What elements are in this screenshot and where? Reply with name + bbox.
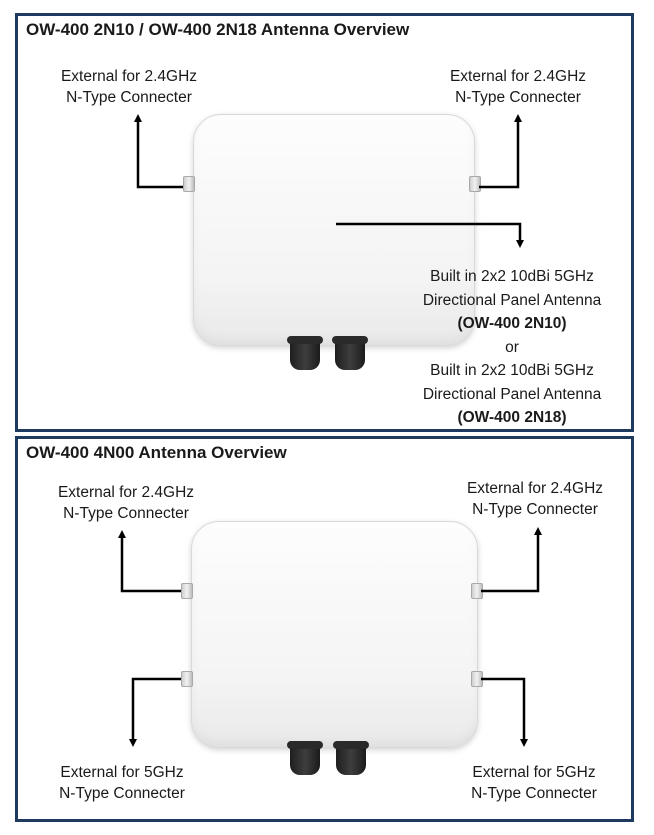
cable-gland-left xyxy=(287,741,323,775)
label-right-connector: External for 2.4GHz N-Type Connecter xyxy=(449,68,587,106)
access-point-device xyxy=(191,521,478,748)
arrow-top-left-connector xyxy=(118,530,181,593)
right-n-type-port xyxy=(469,176,481,192)
label-top-right-connector: External for 2.4GHz N-Type Connecter xyxy=(466,480,604,518)
arrow-internal-antenna xyxy=(336,222,524,248)
label-internal-antenna: Built in 2x2 10dBi 5GHz Directional Pane… xyxy=(422,268,602,426)
arrows-layer xyxy=(134,114,524,248)
label-left-connector: External for 2.4GHz N-Type Connecter xyxy=(60,68,198,106)
panel-title: OW-400 4N00 Antenna Overview xyxy=(26,443,287,462)
arrow-left-connector xyxy=(134,114,183,189)
label-bottom-right-connector: External for 5GHz N-Type Connecter xyxy=(471,764,597,802)
label-bottom-left-connector: External for 5GHz N-Type Connecter xyxy=(59,764,185,802)
left-n-type-port xyxy=(183,176,195,192)
panel-2n10-2n18: OW-400 2N10 / OW-400 2N18 Antenna Overvi… xyxy=(15,13,634,432)
panel-title: OW-400 2N10 / OW-400 2N18 Antenna Overvi… xyxy=(26,20,410,39)
cable-gland-right xyxy=(333,741,369,775)
arrow-bottom-right-connector xyxy=(481,677,528,747)
cable-gland-left xyxy=(287,336,323,370)
bottom-left-n-type-port xyxy=(181,671,193,687)
cable-gland-right xyxy=(332,336,368,370)
arrow-bottom-left-connector xyxy=(129,677,181,747)
arrow-right-connector xyxy=(479,114,522,189)
label-top-left-connector: External for 2.4GHz N-Type Connecter xyxy=(57,484,195,522)
top-left-n-type-port xyxy=(181,583,193,599)
arrows-layer xyxy=(118,527,542,747)
access-point-device xyxy=(193,114,475,346)
arrow-top-right-connector xyxy=(481,527,542,593)
panel-4n00: OW-400 4N00 Antenna Overview External fo… xyxy=(15,436,634,822)
